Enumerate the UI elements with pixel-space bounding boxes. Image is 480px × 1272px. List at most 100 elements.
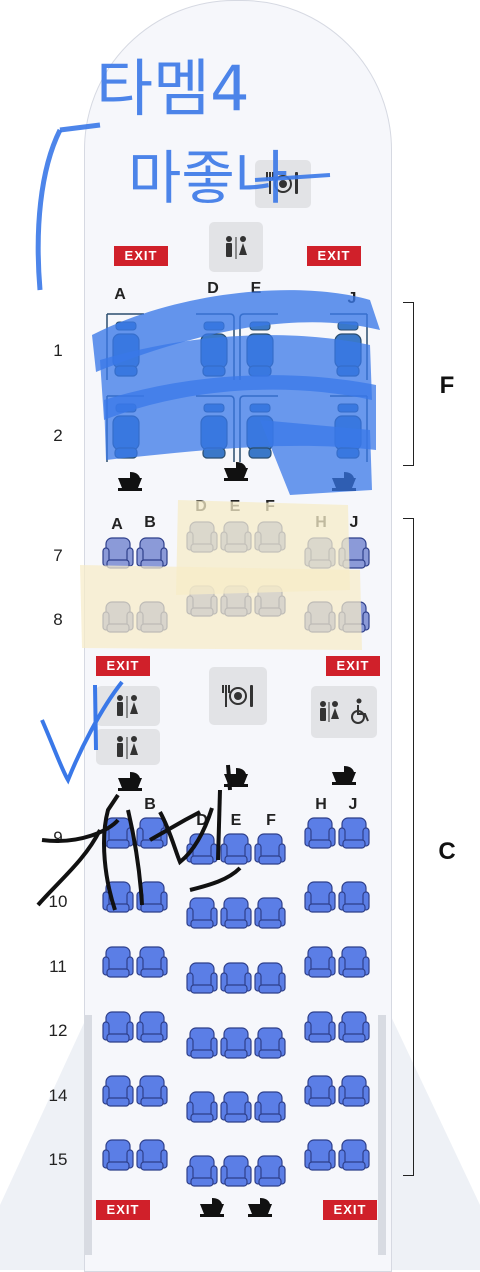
- seat-icon: [136, 537, 168, 569]
- exit-sign-rear-right: EXIT: [323, 1200, 377, 1220]
- seat-10A[interactable]: [102, 880, 134, 919]
- seat-12A[interactable]: [102, 1010, 134, 1049]
- seat-1A[interactable]: [104, 310, 148, 389]
- row-label-8: 8: [53, 610, 63, 629]
- seat-1E[interactable]: [238, 310, 282, 389]
- seat-icon: [304, 537, 336, 569]
- seat-12J[interactable]: [338, 1010, 370, 1049]
- seat-7H[interactable]: [304, 536, 336, 575]
- seat-14B[interactable]: [136, 1074, 168, 1113]
- seat-15B[interactable]: [136, 1138, 168, 1177]
- seat-icon: [254, 1091, 286, 1123]
- seat-8B[interactable]: [136, 600, 168, 639]
- seat-10H[interactable]: [304, 880, 336, 919]
- seat-icon: [220, 833, 252, 865]
- seat-icon: [254, 897, 286, 929]
- row-label-11: 11: [49, 957, 67, 976]
- seat-15F[interactable]: [254, 1154, 286, 1193]
- seat-icon: [102, 946, 134, 978]
- seat-7B[interactable]: [136, 536, 168, 575]
- seat-9E[interactable]: [220, 832, 252, 871]
- seat-9J[interactable]: [338, 816, 370, 855]
- seat-9D[interactable]: [186, 832, 218, 871]
- seat-11D[interactable]: [186, 961, 218, 1000]
- seat-15H[interactable]: [304, 1138, 336, 1177]
- seat-10B[interactable]: [136, 880, 168, 919]
- seat-icon: [136, 601, 168, 633]
- seat-7E[interactable]: [220, 520, 252, 559]
- seat-icon: [304, 601, 336, 633]
- seat-2J[interactable]: [326, 392, 370, 471]
- wing-edge-right: [378, 1015, 386, 1255]
- blue-pen-stroke: [35, 128, 63, 291]
- seat-8E[interactable]: [220, 584, 252, 623]
- column-label-J: J: [349, 514, 359, 531]
- exit-sign-front-left: EXIT: [114, 246, 168, 266]
- seat-icon: [304, 946, 336, 978]
- seat-1J[interactable]: [326, 310, 370, 389]
- seat-10J[interactable]: [338, 880, 370, 919]
- seat-11B[interactable]: [136, 945, 168, 984]
- accessible-restroom-icon: [320, 698, 369, 724]
- seat-15A[interactable]: [102, 1138, 134, 1177]
- seat-15J[interactable]: [338, 1138, 370, 1177]
- column-label-H: H: [315, 796, 327, 813]
- seat-9A[interactable]: [102, 816, 134, 855]
- seat-8D[interactable]: [186, 584, 218, 623]
- seat-11E[interactable]: [220, 961, 252, 1000]
- seat-8A[interactable]: [102, 600, 134, 639]
- seat-11H[interactable]: [304, 945, 336, 984]
- seat-15E[interactable]: [220, 1154, 252, 1193]
- lavatory-accessible: [311, 686, 377, 738]
- row-label-14: 14: [48, 1086, 68, 1105]
- seat-9H[interactable]: [304, 816, 336, 855]
- seat-12H[interactable]: [304, 1010, 336, 1049]
- seat-11F[interactable]: [254, 961, 286, 1000]
- row-label-9: 9: [53, 828, 63, 847]
- seat-2A[interactable]: [104, 392, 148, 471]
- seat-8H[interactable]: [304, 600, 336, 639]
- seat-14F[interactable]: [254, 1090, 286, 1129]
- seat-9F[interactable]: [254, 832, 286, 871]
- seat-11J[interactable]: [338, 945, 370, 984]
- bassinet-position-7: [198, 1196, 226, 1223]
- seat-7F[interactable]: [254, 520, 286, 559]
- row-label-12: 12: [48, 1021, 68, 1040]
- suite-seat-icon: [106, 313, 144, 380]
- seat-11A[interactable]: [102, 945, 134, 984]
- seat-icon: [304, 881, 336, 913]
- seat-12B[interactable]: [136, 1010, 168, 1049]
- seat-icon: [304, 817, 336, 849]
- seat-14H[interactable]: [304, 1074, 336, 1113]
- seat-14E[interactable]: [220, 1090, 252, 1129]
- seat-icon: [186, 1027, 218, 1059]
- seat-icon: [338, 1139, 370, 1171]
- restroom-icon: [117, 736, 138, 759]
- seat-10F[interactable]: [254, 896, 286, 935]
- seat-7J[interactable]: [338, 536, 370, 575]
- seat-7A[interactable]: [102, 536, 134, 575]
- column-label-F: F: [265, 498, 275, 515]
- seat-14A[interactable]: [102, 1074, 134, 1113]
- seat-12F[interactable]: [254, 1026, 286, 1065]
- seat-12D[interactable]: [186, 1026, 218, 1065]
- column-label-J: J: [348, 796, 358, 813]
- seat-10D[interactable]: [186, 896, 218, 935]
- column-label-E: E: [230, 812, 242, 829]
- row-label-1: 1: [53, 341, 63, 360]
- seat-15D[interactable]: [186, 1154, 218, 1193]
- seat-14D[interactable]: [186, 1090, 218, 1129]
- seat-9B[interactable]: [136, 816, 168, 855]
- exit-sign-rear-left: EXIT: [96, 1200, 150, 1220]
- seat-8J[interactable]: [338, 600, 370, 639]
- seat-12E[interactable]: [220, 1026, 252, 1065]
- suite-seat-icon: [196, 313, 235, 380]
- cabin-bracket-F: [403, 302, 414, 466]
- seat-8F[interactable]: [254, 584, 286, 623]
- seat-14J[interactable]: [338, 1074, 370, 1113]
- suite-seat-icon: [106, 395, 144, 462]
- dining-icon: [222, 685, 253, 707]
- seat-7D[interactable]: [186, 520, 218, 559]
- seat-1D[interactable]: [192, 310, 236, 389]
- seat-10E[interactable]: [220, 896, 252, 935]
